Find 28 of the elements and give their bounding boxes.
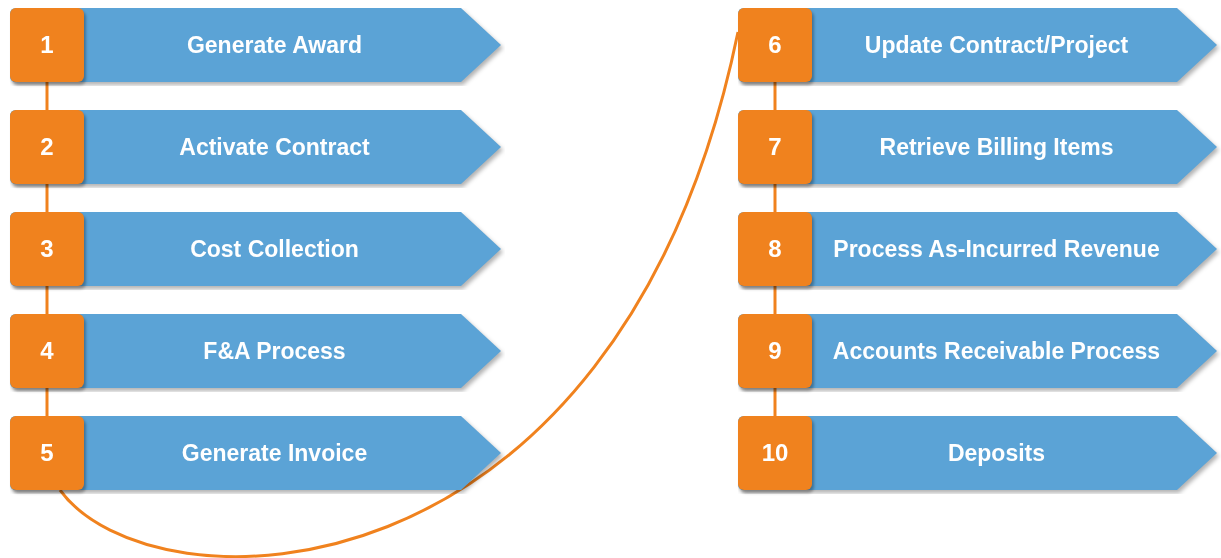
step-number: 8 (738, 212, 812, 286)
step-label: Activate Contract (178, 133, 371, 162)
step-label: Cost Collection (189, 235, 360, 264)
step-label: Generate Invoice (180, 439, 369, 468)
connector-line (45, 82, 49, 110)
step-number: 6 (738, 8, 812, 82)
connector-line (773, 184, 777, 212)
step-number: 4 (10, 314, 84, 388)
step-number: 2 (10, 110, 84, 184)
step-number: 9 (738, 314, 812, 388)
step-number: 1 (10, 8, 84, 82)
connector-line (45, 286, 49, 314)
connector-line (773, 286, 777, 314)
step-label: Update Contract/Project (863, 31, 1130, 60)
step-label: Retrieve Billing Items (878, 133, 1115, 162)
step-label: Generate Award (185, 31, 364, 60)
step-number: 3 (10, 212, 84, 286)
step-label: Deposits (946, 439, 1047, 468)
connector-line (773, 82, 777, 110)
connector-line (45, 184, 49, 212)
step-number: 10 (738, 416, 812, 490)
step-label: F&A Process (202, 337, 347, 366)
step-number: 5 (10, 416, 84, 490)
connector-line (773, 388, 777, 416)
connector-line (45, 388, 49, 416)
step-label: Accounts Receivable Process (831, 337, 1162, 366)
step-number: 7 (738, 110, 812, 184)
step-label: Process As-Incurred Revenue (832, 235, 1161, 264)
